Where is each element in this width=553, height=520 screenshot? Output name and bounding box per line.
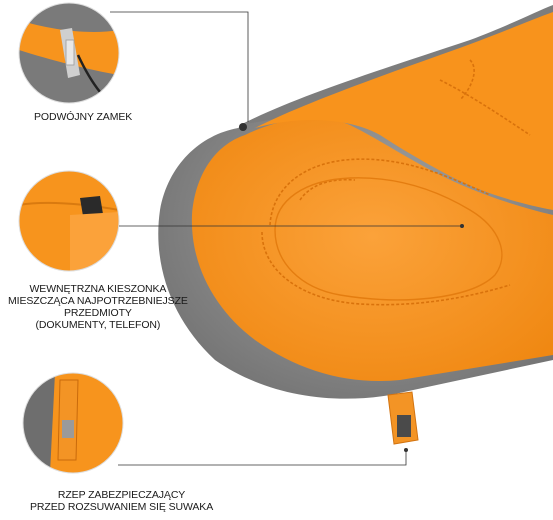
callout-strap-image <box>22 372 124 474</box>
callout-zip-image <box>18 2 120 104</box>
caption-pocket-line-1: WEWNĘTRZNA KIESZONKA <box>29 283 167 295</box>
leader-pocket-dot <box>460 224 464 228</box>
leader-strap <box>118 451 407 466</box>
caption-pocket-line-3: PRZEDMIOTY <box>63 307 132 319</box>
velcro-patch <box>397 415 411 437</box>
caption-inner-pocket: WEWNĘTRZNA KIESZONKA MIESZCZĄCA NAJPOTRZ… <box>8 283 188 331</box>
quilting-seams <box>261 59 531 306</box>
caption-pocket-line-4: (DOKUMENTY, TELEFON) <box>35 319 161 331</box>
caption-pocket-line-2: MIESZCZĄCA NAJPOTRZEBNIEJSZE <box>8 295 188 307</box>
callout-pocket-image <box>18 170 120 272</box>
caption-double-zip: PODWÓJNY ZAMEK <box>34 111 133 123</box>
leader-zip-dot <box>241 125 245 129</box>
leader-zip <box>110 11 249 122</box>
leader-lines <box>110 11 464 466</box>
caption-velcro-strap: RZEP ZABEZPIECZAJĄCY PRZED ROZSUWANIEM S… <box>30 489 213 513</box>
inner-lining <box>191 117 553 382</box>
caption-strap-line-1: RZEP ZABEZPIECZAJĄCY <box>57 489 186 501</box>
sleeping-bag <box>158 5 553 445</box>
leader-strap-dot <box>404 448 408 452</box>
flap-lining <box>255 12 553 210</box>
inner-pocket-outline <box>274 177 503 301</box>
top-flap <box>240 5 553 125</box>
caption-strap-line-2: PRZED ROZSUWANIEM SIĘ SUWAKA <box>30 501 214 513</box>
